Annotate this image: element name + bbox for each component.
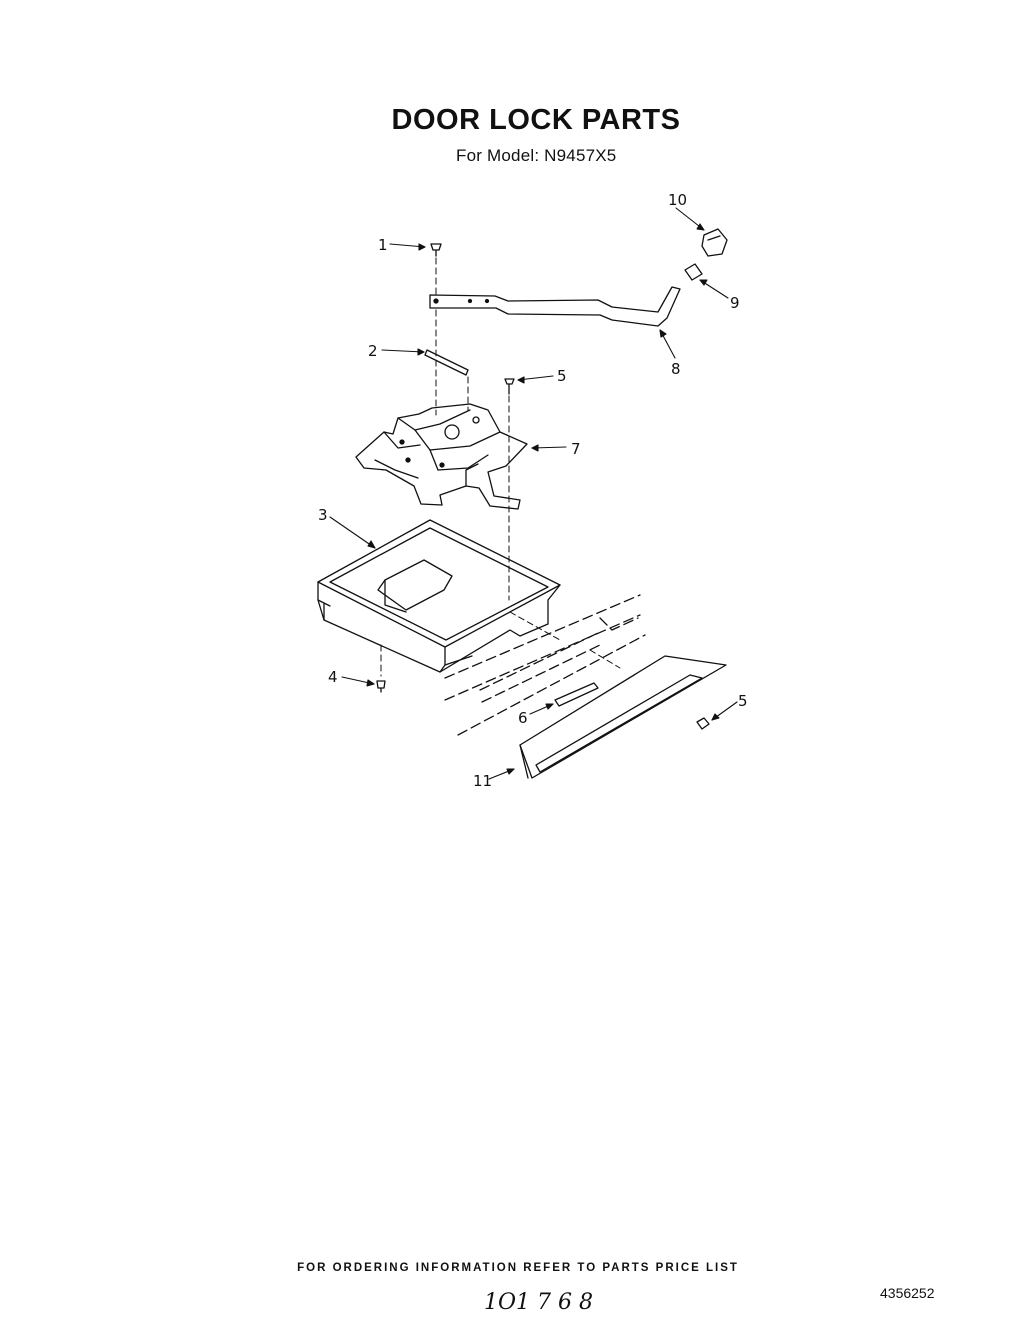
part-2-pin [424,349,469,376]
document-number: 4356252 [880,1285,935,1301]
callout-8: 8 [671,360,681,378]
part-3-tray [317,519,561,673]
part-4-screw [376,680,386,693]
part-9-sleeve [684,263,703,281]
model-subtitle: For Model: N9457X5 [456,146,617,165]
callout-2: 2 [368,342,378,360]
door-frame-context [444,594,646,736]
callout-7: 7 [571,440,581,458]
part-1-screw [430,243,442,257]
callout-4: 4 [328,668,338,686]
callout-9: 9 [730,294,740,312]
part-5-screw-upper [504,378,515,395]
callout-labels: 1 2 3 4 5 5 6 7 8 9 10 11 [318,191,748,790]
callout-3: 3 [318,506,328,524]
part-5-screw-lower [696,717,710,730]
part-7-lock-assembly [355,403,528,510]
part-8-lock-lever [429,286,681,327]
page-title: DOOR LOCK PARTS [391,104,681,136]
callout-5-lower: 5 [738,692,748,710]
callout-5-upper: 5 [557,367,567,385]
callout-10: 10 [668,191,687,209]
callout-11: 11 [473,772,492,790]
part-10-knob [701,228,728,257]
callout-1: 1 [378,236,388,254]
assembly-guide-lines [380,257,621,677]
handwritten-page-code: 1O1 7 6 8 [484,1290,594,1315]
callout-leaders [329,207,738,780]
ordering-info-footer: FOR ORDERING INFORMATION REFER TO PARTS … [297,1262,739,1274]
callout-6: 6 [518,709,528,727]
part-11-trim [519,655,727,779]
part-6-strike [554,682,599,707]
